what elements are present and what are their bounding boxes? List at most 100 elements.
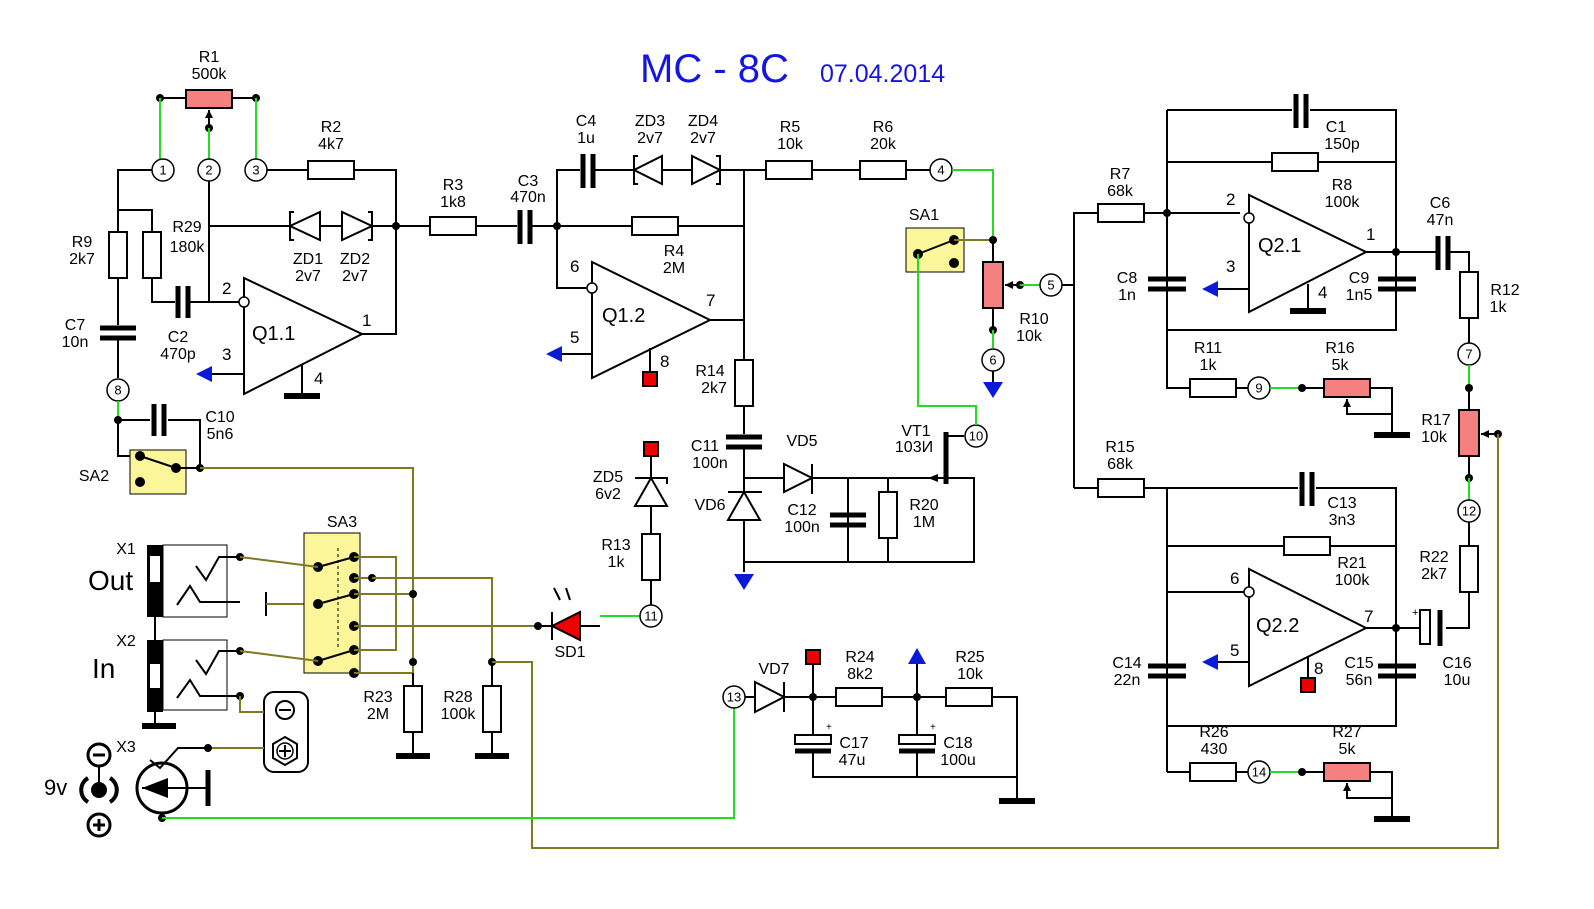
components-c6-value-label: 47n — [1427, 212, 1454, 229]
VD7-diode: VD7 — [754, 661, 790, 714]
SA1-switch[interactable]: SA1 — [905, 207, 965, 273]
wire-segment — [108, 231, 128, 279]
components-c11-value-label: 100n — [692, 455, 728, 472]
vplus-icon — [805, 649, 821, 665]
opamps-q11-ref-label: Q1.1 — [252, 323, 295, 345]
wire-segment — [556, 169, 580, 226]
components-r14-value-label: 2k7 — [701, 380, 727, 397]
components-zd2-ref-label: ZD2 — [340, 251, 370, 268]
opamps-q12-pins-3-label: 8 — [660, 352, 669, 371]
node-5: 5 — [1039, 273, 1063, 297]
components-c2-value-label: 470p — [160, 346, 196, 363]
wire-segment — [482, 685, 502, 733]
R1-ref: R1 — [199, 49, 220, 66]
wire-segment — [1062, 212, 1098, 286]
node-14: 14 — [1247, 760, 1271, 784]
components-r15-ref-label: R15 — [1105, 439, 1134, 456]
SD1-led: SD1 — [549, 587, 586, 661]
components-vt1-ref-label: VT1 — [901, 423, 930, 440]
wire-segment — [765, 160, 813, 180]
wire-segment — [945, 687, 993, 707]
components-c12-ref-label: C12 — [787, 502, 816, 519]
wire-segment — [633, 155, 638, 185]
wire-segment — [1189, 762, 1237, 782]
SA3-switch[interactable]: SA3 — [303, 514, 361, 678]
VD5-diode: VD5 — [783, 433, 818, 494]
components-r26-value-label: 430 — [1201, 741, 1228, 758]
vplus-icon — [643, 441, 659, 457]
opamp-Q2.2: Q2.2 6 5 7 8 — [1202, 567, 1373, 693]
wire-segment — [403, 685, 423, 733]
components-r22-value-label: 2k7 — [1421, 566, 1447, 583]
nodes-2-label: 3 — [252, 163, 259, 178]
wire-segment — [734, 359, 754, 407]
opamps-q21-pins-3-label: 4 — [1318, 283, 1327, 302]
SA2-switch[interactable]: SA2 — [79, 449, 187, 495]
X1-output-jack[interactable]: X1 Out — [88, 541, 244, 618]
wire-segment — [1189, 378, 1237, 398]
components-r6-ref-label: R6 — [873, 119, 894, 136]
opamps-q11-pins-2-label: 1 — [362, 311, 371, 330]
components-r27-ref-label: R27 — [1332, 724, 1361, 741]
components-zd3-value-label: 2v7 — [637, 130, 663, 147]
wire-segment — [631, 216, 679, 236]
components-r27-value-label: 5k — [1339, 741, 1357, 758]
wire-segment — [1343, 783, 1351, 791]
wire-segment — [1458, 409, 1480, 457]
components-c7-ref-label: C7 — [65, 317, 86, 334]
X3-power-jack[interactable]: X3 9v — [44, 739, 136, 838]
components-r25-ref-label: R25 — [955, 649, 984, 666]
components-r8-ref-label: R8 — [1332, 177, 1353, 194]
components-r25-value-label: 10k — [957, 666, 984, 683]
wire-segment — [1346, 399, 1392, 415]
components-c13-ref-label: C13 — [1327, 495, 1356, 512]
wire-segment — [952, 169, 994, 238]
opamps-q11-pins-0-label: 2 — [222, 279, 231, 298]
wire-segment — [794, 734, 832, 745]
wire-segment — [409, 590, 417, 598]
wire-segment — [754, 680, 787, 714]
components-r7-value-label: 68k — [1107, 183, 1134, 200]
power-switch-icon[interactable] — [135, 747, 211, 815]
components-r23-value-label: 2M — [367, 706, 389, 723]
wire-segment — [1167, 487, 1397, 727]
X2-input-jack[interactable]: X2 In — [92, 633, 244, 712]
wire-segment — [1446, 592, 1470, 629]
components-sa3-ref-label: SA3 — [327, 514, 357, 531]
components-x1-ref-label: X1 — [116, 541, 136, 558]
R29-ref: R29 — [172, 219, 201, 236]
components-c15-value-label: 56n — [1346, 672, 1373, 689]
node-1: 1 — [151, 158, 175, 182]
wire-segment — [635, 477, 668, 484]
VD6-diode: VD6 — [694, 489, 762, 521]
components-zd3-ref-label: ZD3 — [635, 113, 665, 130]
vminus-icon — [1202, 281, 1218, 297]
wire-segment — [91, 782, 107, 798]
vminus-icon — [734, 574, 754, 590]
opamps-q22-pins-3-label: 8 — [1314, 659, 1323, 678]
components-zd4-value-label: 2v7 — [690, 130, 716, 147]
components-r13-ref-label: R13 — [601, 537, 630, 554]
components-r4-value-label: 2M — [663, 260, 685, 277]
wire-segment — [168, 419, 201, 468]
